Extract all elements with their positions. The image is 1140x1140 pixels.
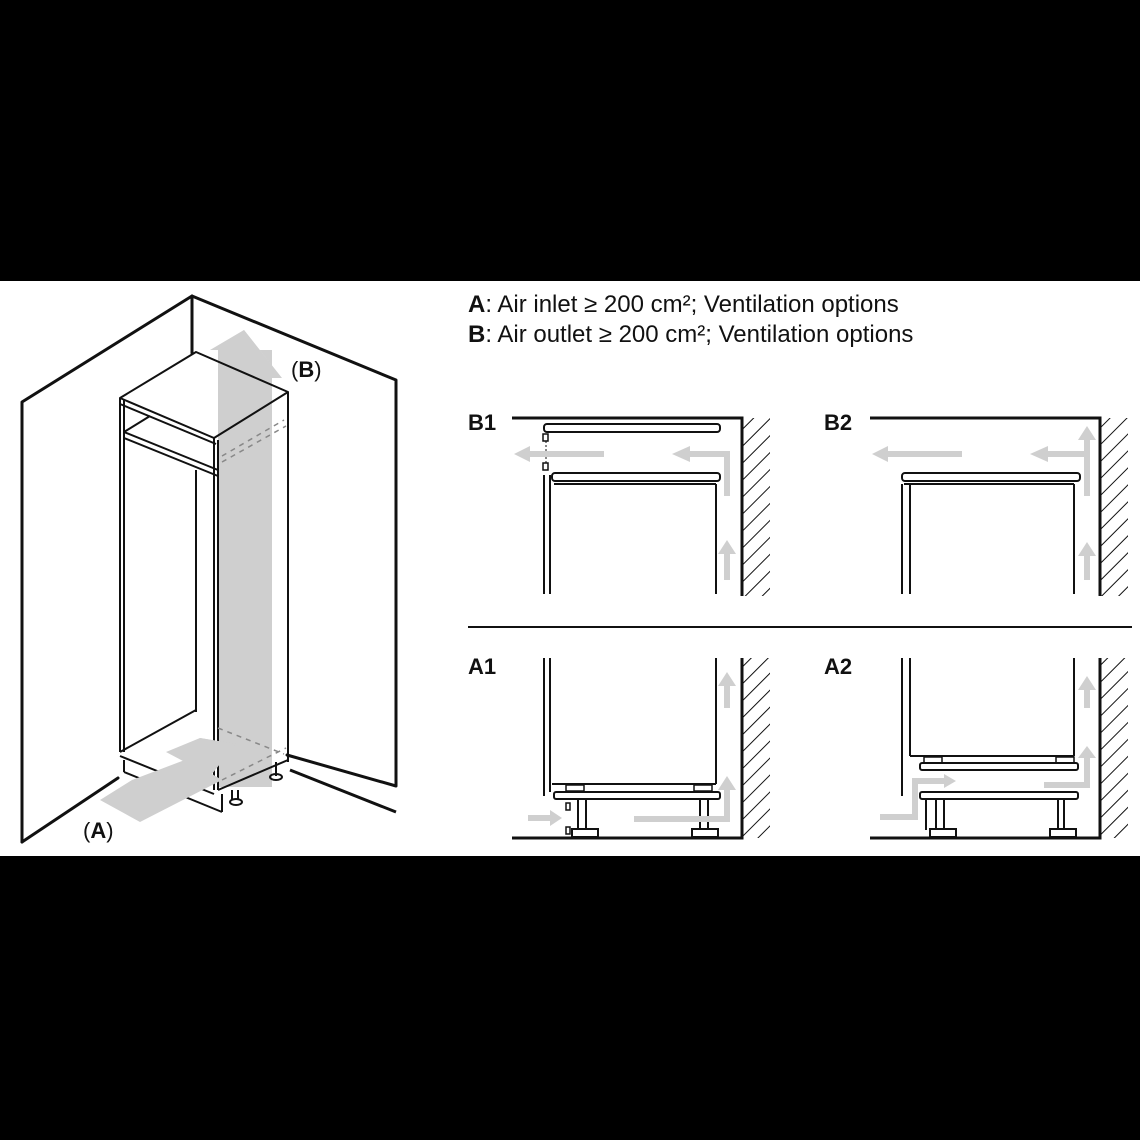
panel-b1-drawing bbox=[512, 416, 770, 596]
panel-label-a2: A2 bbox=[824, 654, 853, 679]
b1-airflow-arrows bbox=[514, 446, 736, 580]
legend-inlet: A: Air inlet ≥ 200 cm²; Ventilation opti… bbox=[468, 291, 899, 318]
a1-airflow-arrows bbox=[528, 672, 736, 826]
inlet-callout: (A) bbox=[83, 818, 114, 843]
outlet-arrow bbox=[210, 330, 282, 787]
panel-label-b2: B2 bbox=[824, 410, 853, 435]
diagram-panel: A: Air inlet ≥ 200 cm²; Ventilation opti… bbox=[0, 281, 1140, 856]
a2-airflow-arrows bbox=[880, 676, 1096, 820]
perspective-view bbox=[20, 294, 398, 844]
ventilation-diagram bbox=[20, 294, 1132, 844]
panel-a2-drawing bbox=[870, 658, 1128, 840]
b2-airflow-arrows bbox=[872, 426, 1096, 580]
right-wall bbox=[190, 294, 398, 788]
outlet-callout: (B) bbox=[291, 357, 322, 382]
panel-label-a1: A1 bbox=[468, 654, 497, 679]
panel-b2-drawing bbox=[870, 416, 1128, 596]
panel-label-b1: B1 bbox=[468, 410, 497, 435]
left-wall bbox=[20, 294, 194, 844]
legend-outlet: B: Air outlet ≥ 200 cm²; Ventilation opt… bbox=[468, 321, 914, 348]
panel-a1-drawing bbox=[512, 658, 770, 840]
